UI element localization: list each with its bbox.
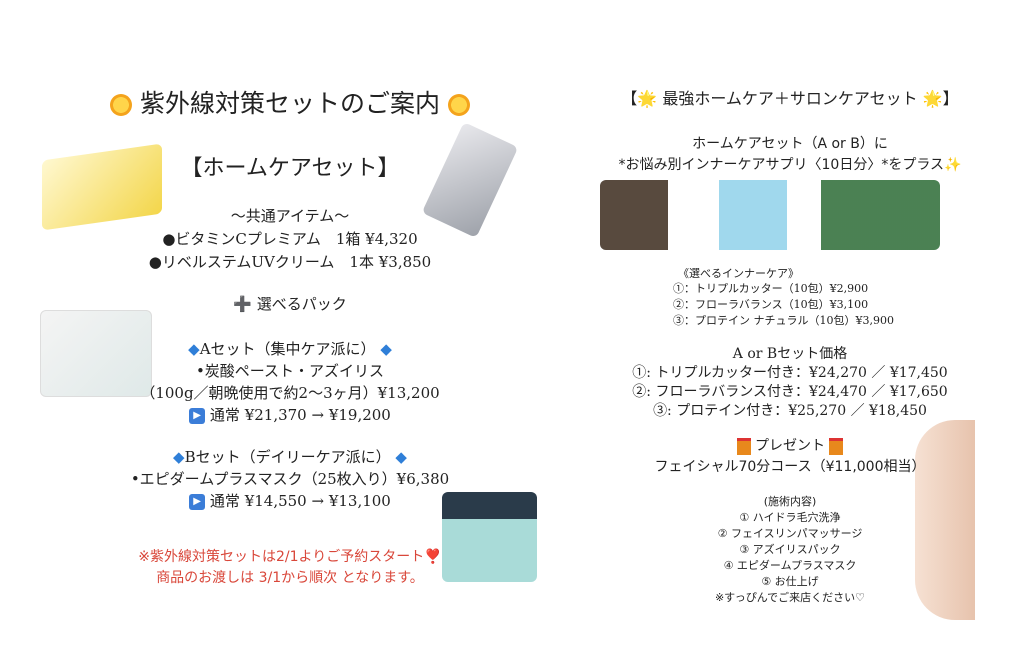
present-label: プレゼント bbox=[580, 435, 1000, 455]
inner-care-label: 《選べるインナーケア》 bbox=[678, 267, 799, 280]
diamond-icon: ◆ bbox=[395, 448, 407, 466]
course-item: ③ アズイリスパック bbox=[739, 543, 841, 556]
common-item: ●リベルステムUVクリーム 1本 ¥3,850 bbox=[148, 253, 432, 271]
common-items-label: 〜共通アイテム〜 bbox=[230, 207, 350, 225]
inner-care-item: ③：プロテイン ナチュラル（10包）¥3,900 bbox=[673, 314, 894, 327]
present-item: フェイシャル70分コース（¥11,000相当） bbox=[654, 459, 926, 475]
model-face-image bbox=[915, 420, 975, 620]
set-a-item: •炭酸ペースト・アズイリス bbox=[195, 362, 385, 380]
set-price-label: A or Bセット価格 bbox=[732, 346, 848, 362]
choose-pack-label: ➕ 選べるパック bbox=[233, 295, 347, 313]
sun-icon bbox=[447, 94, 470, 116]
set-a-detail: （100g／朝晩使用で約2〜3ヶ月）¥13,200 bbox=[140, 384, 440, 402]
notice-line: ※紫外線対策セットは2/1よりご予約スタート❣️ bbox=[138, 549, 442, 565]
mask-tin-image bbox=[442, 492, 537, 582]
page-title: 紫外線対策セットのご案内 bbox=[90, 84, 490, 120]
intro-line: ホームケアセット（A or B）に bbox=[692, 136, 888, 152]
set-b-item: •エピダームプラスマスク（25枚入り）¥6,380 bbox=[130, 470, 450, 488]
course-label: (施術内容) bbox=[763, 495, 817, 508]
sun-icon bbox=[110, 94, 133, 116]
intro-line: *お悩み別インナーケアサプリ〈10日分〉*をプラス✨ bbox=[618, 157, 962, 173]
course-item: ① ハイドラ毛穴洗浄 bbox=[739, 511, 841, 524]
home-care-heading: 【ホームケアセット】 bbox=[180, 156, 400, 181]
diamond-icon: ◆ bbox=[380, 340, 392, 358]
set-price: ①: トリプルカッター付き：¥24,270 ／ ¥17,450 bbox=[632, 365, 948, 381]
set-price: ③: プロテイン付き：¥25,270 ／ ¥18,450 bbox=[653, 403, 927, 419]
set-a-price: ▶ 通常 ¥21,370 → ¥19,200 bbox=[90, 404, 490, 425]
gift-icon bbox=[736, 437, 751, 455]
set-price: ②: フローラバランス付き：¥24,470 ／ ¥17,650 bbox=[632, 384, 948, 400]
play-icon: ▶ bbox=[189, 494, 206, 510]
set-a-title: ◆Aセット（集中ケア派に） ◆ bbox=[188, 340, 392, 358]
supplement-images bbox=[600, 180, 940, 250]
salon-set-title: 【🌟 最強ホームケア＋サロンケアセット 🌟】 bbox=[621, 89, 959, 108]
visit-note: ※すっぴんでご来店ください♡ bbox=[714, 591, 866, 604]
play-icon: ▶ bbox=[189, 408, 206, 424]
course-item: ② フェイスリンパマッサージ bbox=[717, 527, 863, 540]
notice-line: 商品のお渡しは 3/1から順次 となります。 bbox=[156, 570, 424, 586]
common-item: ●ビタミンCプレミアム 1箱 ¥4,320 bbox=[162, 230, 418, 248]
course-item: ⑤ お仕上げ bbox=[761, 575, 819, 588]
plus-icon: ➕ bbox=[233, 295, 252, 313]
inner-care-item: ①：トリプルカッター（10包）¥2,900 bbox=[673, 282, 869, 295]
gift-icon bbox=[829, 437, 844, 455]
inner-care-item: ②：フローラバランス（10包）¥3,100 bbox=[673, 298, 869, 311]
course-item: ④ エピダームプラスマスク bbox=[723, 559, 857, 572]
diamond-icon: ◆ bbox=[173, 448, 185, 466]
set-b-price: ▶ 通常 ¥14,550 → ¥13,100 bbox=[90, 490, 490, 511]
paste-pack-image bbox=[40, 310, 152, 397]
set-b-title: ◆Bセット（デイリーケア派に） ◆ bbox=[173, 448, 407, 466]
diamond-icon: ◆ bbox=[188, 340, 200, 358]
